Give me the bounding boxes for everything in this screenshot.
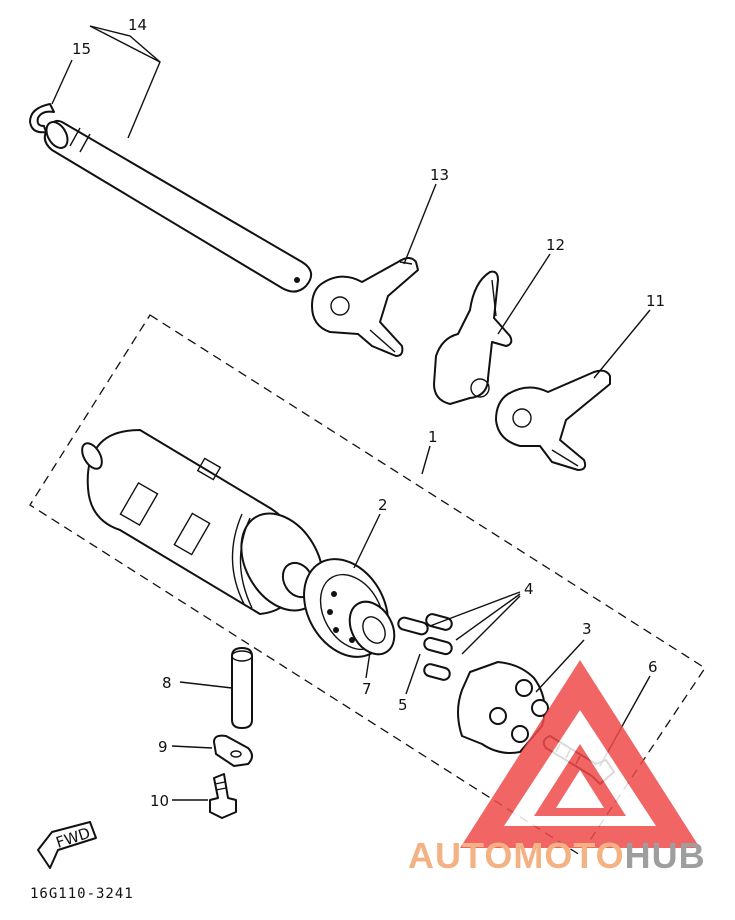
callout-15: 15 xyxy=(72,40,91,58)
callout-4: 4 xyxy=(524,580,534,598)
watermark-text-part1: AUTOMOTO xyxy=(408,835,625,876)
dowel-pin xyxy=(231,647,253,729)
callout-10: 10 xyxy=(150,792,169,810)
assembly-boundary xyxy=(29,314,706,856)
shift-fork-shaft xyxy=(43,119,313,293)
callout-numbers: 14 15 13 12 11 1 2 4 3 6 8 7 5 9 10 xyxy=(72,16,665,810)
shift-drum xyxy=(81,429,324,615)
callout-2: 2 xyxy=(378,496,388,514)
callout-12: 12 xyxy=(546,236,565,254)
callout-7: 7 xyxy=(362,680,372,698)
watermark-text: AUTOMOTOHUB xyxy=(408,838,706,874)
callout-5: 5 xyxy=(398,696,408,714)
circlip xyxy=(29,103,55,134)
stopper-plate xyxy=(213,734,253,767)
bearing-retainer xyxy=(348,600,396,656)
drawing-code: 16G110-3241 xyxy=(30,886,134,902)
callout-1: 1 xyxy=(428,428,438,446)
callout-14: 14 xyxy=(128,16,147,34)
shift-fork-12 xyxy=(433,270,513,405)
watermark-text-part2: HUB xyxy=(624,835,706,876)
callout-9: 9 xyxy=(158,738,168,756)
shift-fork-11 xyxy=(495,369,611,471)
callout-13: 13 xyxy=(430,166,449,184)
shift-fork-13 xyxy=(311,257,419,357)
watermark-triangle xyxy=(460,660,700,848)
fwd-label: FWD xyxy=(54,824,93,852)
shift-cam-segment xyxy=(457,661,549,754)
callout-11: 11 xyxy=(646,292,665,310)
forward-direction-arrow: FWD xyxy=(37,821,97,869)
shift-pins xyxy=(397,613,453,681)
bolt xyxy=(209,773,237,819)
callout-3: 3 xyxy=(582,620,592,638)
callout-8: 8 xyxy=(162,674,172,692)
leader-lines xyxy=(51,25,651,801)
callout-6: 6 xyxy=(648,658,658,676)
